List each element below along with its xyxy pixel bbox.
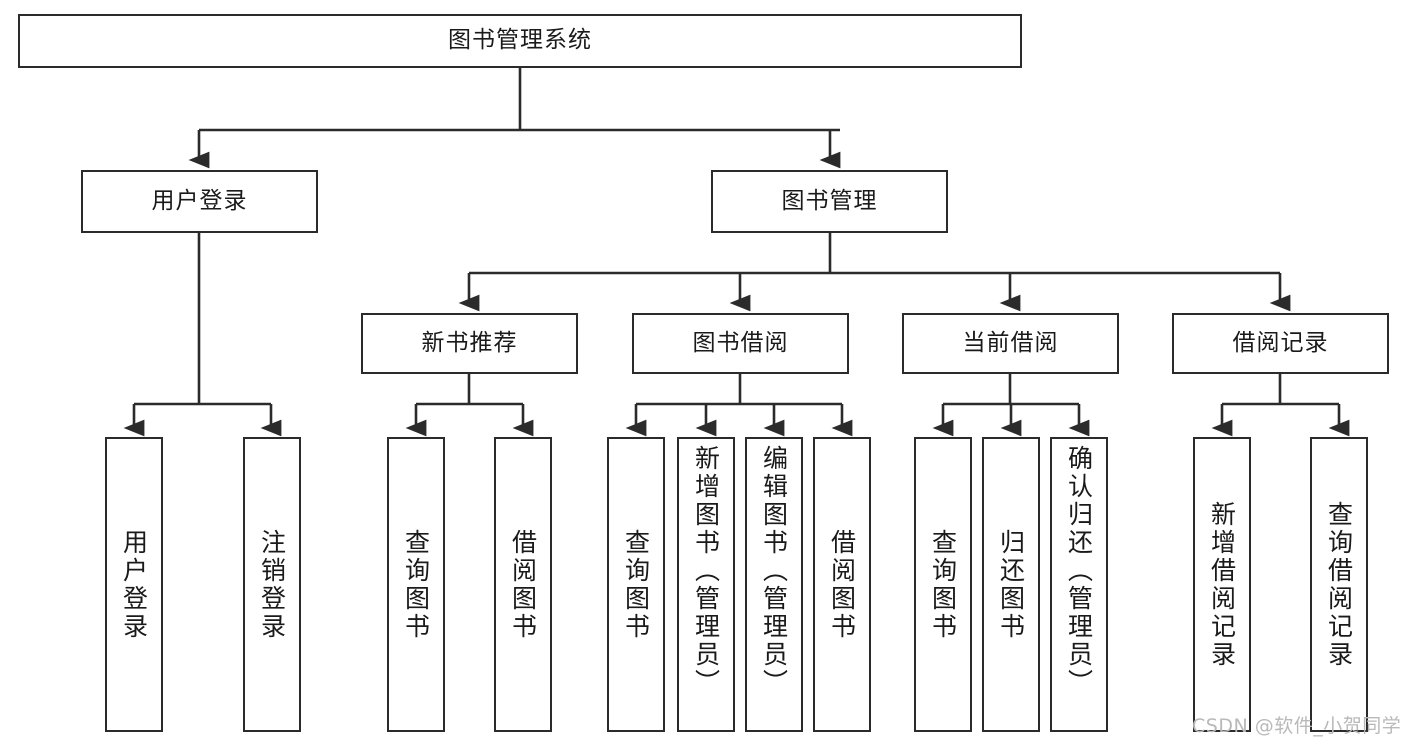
node-label: 借阅图书 xyxy=(827,528,857,641)
node-label: 图书借阅 xyxy=(692,329,789,356)
node-label: 查询借阅记录 xyxy=(1324,500,1354,669)
node-label: 查询图书 xyxy=(928,528,958,641)
node-label: 用户登录 xyxy=(151,187,248,214)
leaf-edit-book-admin[interactable]: 编辑图书（管理员） xyxy=(745,437,803,732)
leaf-query-book-borrow[interactable]: 查询图书 xyxy=(607,437,665,732)
node-label: 注销登录 xyxy=(257,528,287,641)
leaf-query-book-current[interactable]: 查询图书 xyxy=(914,437,972,732)
node-label: 归还图书 xyxy=(996,528,1026,641)
node-label: 新增借阅记录 xyxy=(1207,500,1237,669)
leaf-user-login[interactable]: 用户登录 xyxy=(105,437,163,732)
leaf-logout-login[interactable]: 注销登录 xyxy=(243,437,301,732)
node-label: 新增图书（管理员） xyxy=(691,445,721,697)
node-label: 当前借阅 xyxy=(962,329,1059,356)
leaf-borrow-book[interactable]: 借阅图书 xyxy=(813,437,871,732)
node-new-book-recommend[interactable]: 新书推荐 xyxy=(361,313,578,374)
node-root-system[interactable]: 图书管理系统 xyxy=(18,14,1022,68)
node-label: 用户登录 xyxy=(119,528,149,641)
node-label: 确认归还（管理员） xyxy=(1064,445,1094,697)
node-label: 图书管理系统 xyxy=(448,27,592,54)
node-label: 新书推荐 xyxy=(421,329,518,356)
leaf-add-book-admin[interactable]: 新增图书（管理员） xyxy=(677,437,735,732)
leaf-borrow-book-recommend[interactable]: 借阅图书 xyxy=(494,437,552,732)
node-label: 图书管理 xyxy=(781,187,878,214)
node-current-borrow[interactable]: 当前借阅 xyxy=(902,313,1119,374)
leaf-return-book[interactable]: 归还图书 xyxy=(982,437,1040,732)
leaf-query-borrow-record[interactable]: 查询借阅记录 xyxy=(1310,437,1368,732)
leaf-add-borrow-record[interactable]: 新增借阅记录 xyxy=(1193,437,1251,732)
node-label: 借阅记录 xyxy=(1232,329,1329,356)
leaf-confirm-return-admin[interactable]: 确认归还（管理员） xyxy=(1050,437,1108,732)
node-label: 借阅图书 xyxy=(508,528,538,641)
node-user-login[interactable]: 用户登录 xyxy=(81,170,318,233)
node-book-management[interactable]: 图书管理 xyxy=(711,170,948,233)
node-borrow-records[interactable]: 借阅记录 xyxy=(1172,313,1389,374)
node-label: 查询图书 xyxy=(621,528,651,641)
node-label: 编辑图书（管理员） xyxy=(759,445,789,697)
leaf-query-book-recommend[interactable]: 查询图书 xyxy=(387,437,445,732)
csdn-watermark: CSDN @软件_小贺同学 xyxy=(1192,715,1402,737)
node-book-borrow[interactable]: 图书借阅 xyxy=(632,313,849,374)
node-label: 查询图书 xyxy=(401,528,431,641)
